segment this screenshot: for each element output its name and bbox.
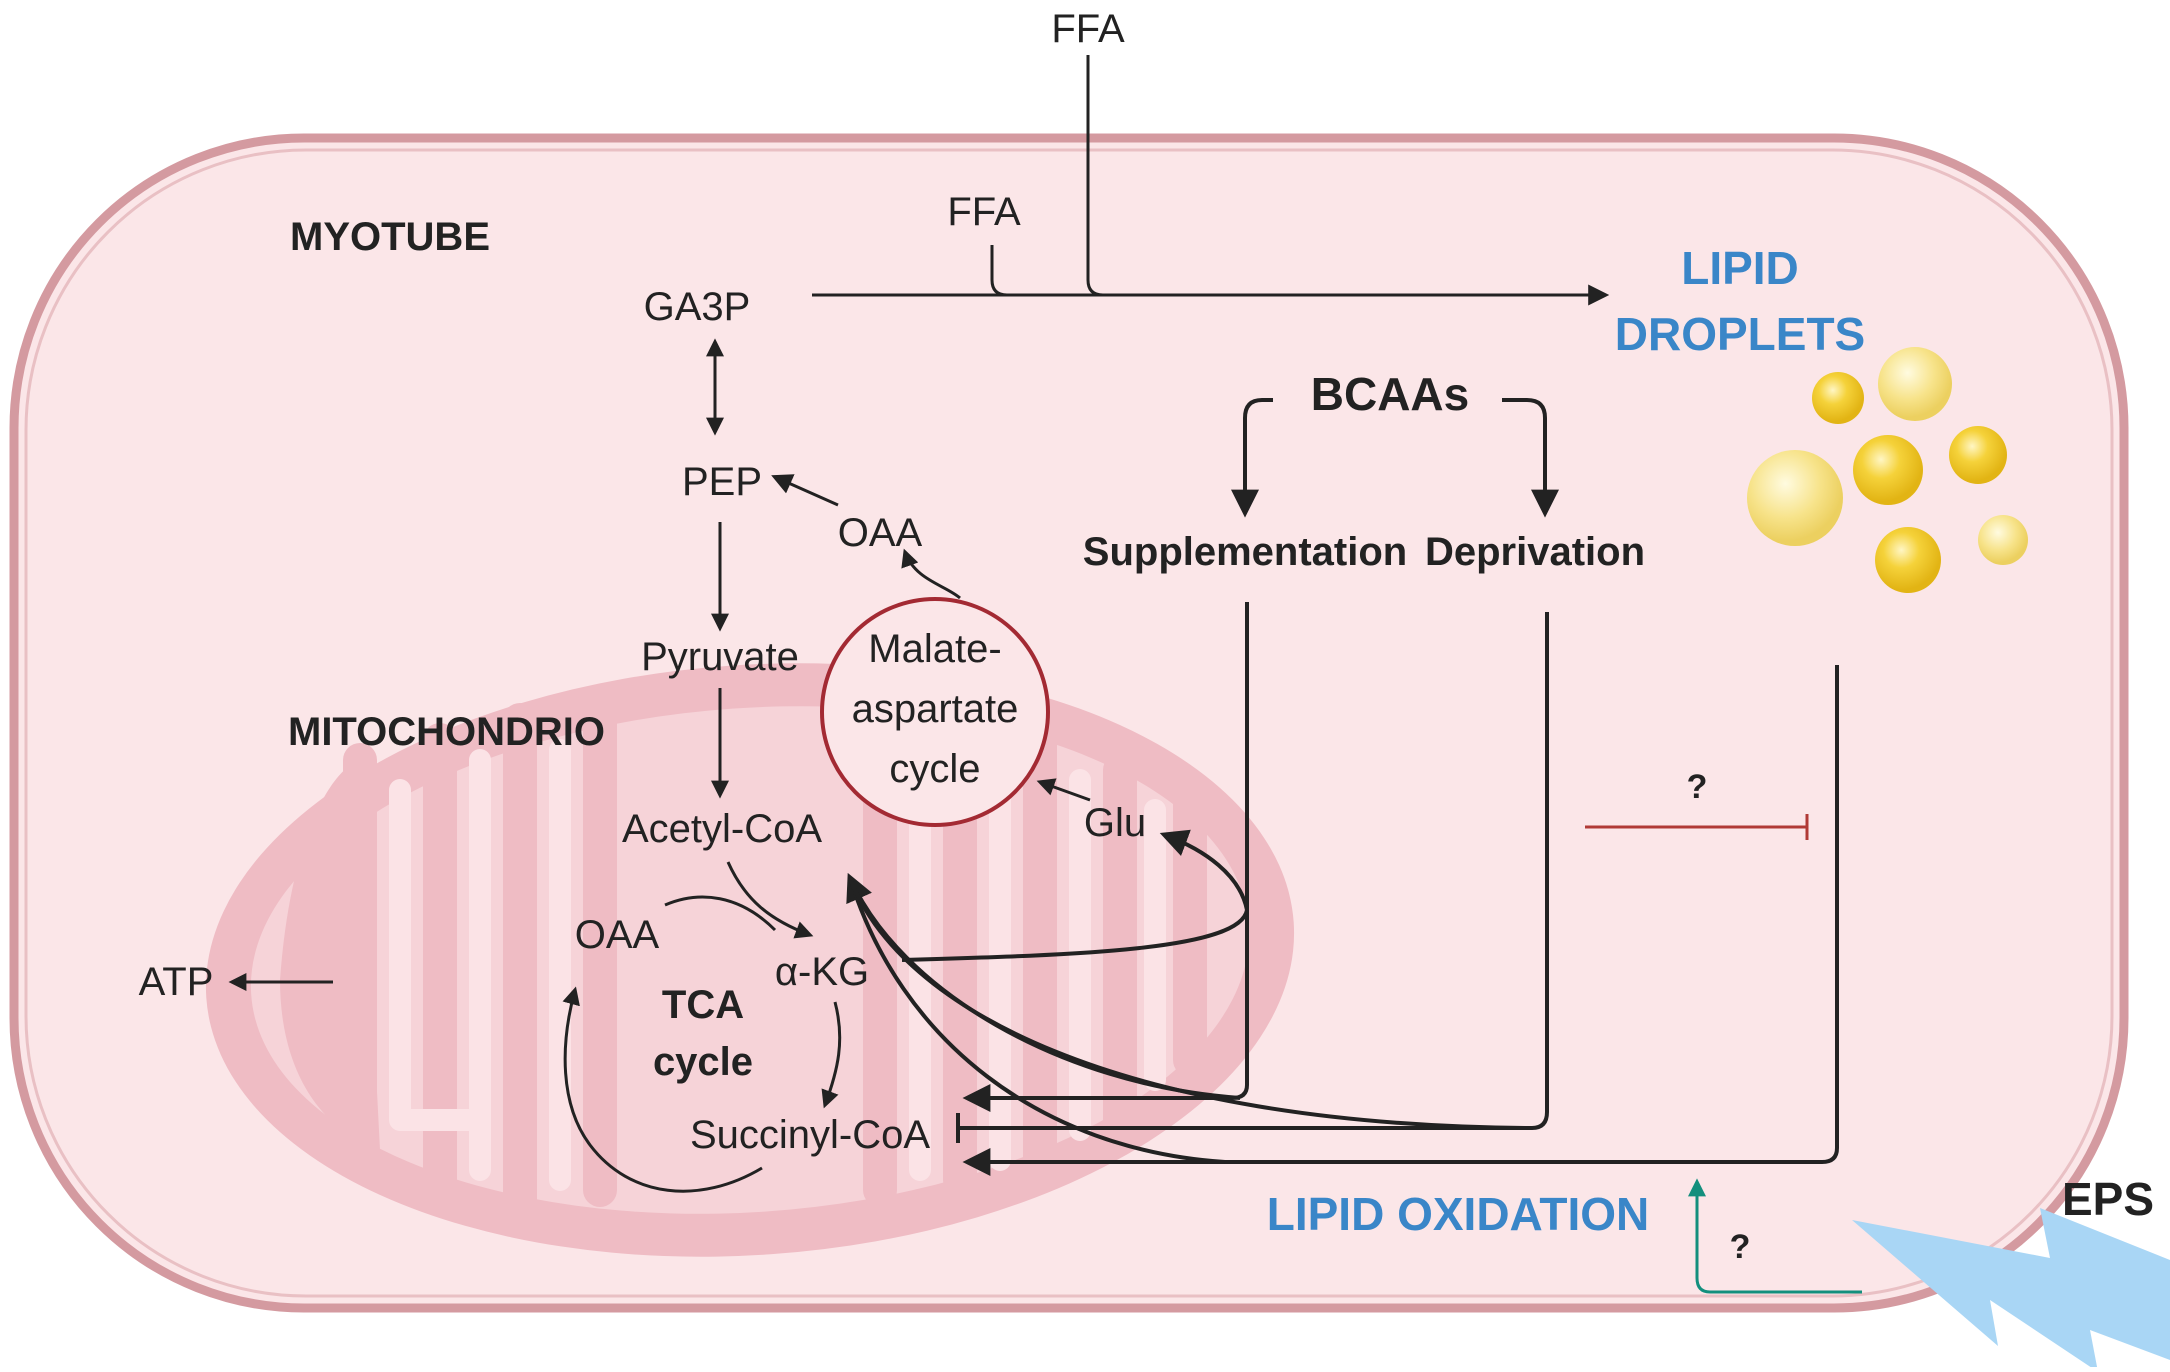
label-malate-2: aspartate (852, 687, 1019, 731)
label-atp: ATP (139, 960, 214, 1004)
label-supplementation: Supplementation (1083, 530, 1407, 574)
label-question-bottom: ? (1730, 1228, 1751, 1266)
label-question-top: ? (1687, 768, 1708, 806)
label-ga3p: GA3P (644, 285, 751, 329)
label-ffa-outer: FFA (1051, 7, 1125, 51)
lipid-droplets (1747, 347, 2028, 593)
label-acetyl-coa: Acetyl-CoA (622, 807, 822, 851)
oaa-pep-arrow (771, 474, 839, 507)
succinyl-oaa-arrow (562, 986, 763, 1193)
bcaas-to-supplementation-arrow (1231, 398, 1273, 518)
deprivation-inhibition-line (958, 612, 1549, 1130)
label-lipid-droplets-2: DROPLETS (1615, 308, 1865, 360)
label-pep: PEP (682, 460, 762, 504)
bcaas-to-deprivation-arrow (1502, 398, 1559, 518)
label-akg: α-KG (775, 950, 869, 994)
label-lipid-droplets-1: LIPID (1681, 242, 1799, 294)
label-malate-1: Malate- (868, 627, 1001, 671)
label-tca-1: TCA (662, 983, 744, 1027)
oaa-akg-arrow (664, 895, 777, 932)
supplementation-to-glu-arrow (1159, 829, 1249, 911)
label-glu: Glu (1084, 801, 1146, 845)
label-ffa-inner: FFA (947, 190, 1021, 234)
lipid-oxidation-line (962, 665, 1839, 1176)
label-malate-3: cycle (889, 747, 980, 791)
label-mitochondrio: MITOCHONDRIO (288, 710, 605, 754)
glu-malate-arrow (1036, 778, 1091, 802)
to-acetylcoa-arrow-3 (848, 877, 1531, 1130)
label-pyruvate: Pyruvate (641, 635, 799, 679)
label-deprivation: Deprivation (1425, 530, 1645, 574)
akg-to-supplementation-line (901, 909, 1249, 962)
label-oaa-tca: OAA (575, 913, 660, 957)
eps-lightning-icon (1852, 1208, 2170, 1372)
mitochondrion (205, 663, 1295, 1257)
myotube-cell-inner-edge (24, 148, 2114, 1298)
label-oaa-top: OAA (838, 511, 923, 555)
label-lipid-oxidation: LIPID OXIDATION (1267, 1188, 1650, 1240)
eps-to-lipid-oxidation-arrow (1688, 1178, 1862, 1294)
label-myotube: MYOTUBE (290, 215, 490, 259)
malate-oaa-arrow (901, 548, 961, 600)
label-bcaas: BCAAs (1311, 368, 1469, 420)
label-tca-2: cycle (653, 1040, 753, 1084)
malate-aspartate-circle (820, 597, 1050, 827)
to-acetylcoa-arrow-2 (848, 877, 1226, 1164)
akg-succinyl-arrow (821, 1001, 842, 1109)
acetylcoa-akg-arrow (726, 861, 814, 939)
label-succinyl-coa: Succinyl-CoA (690, 1113, 930, 1157)
label-eps: EPS (2062, 1173, 2154, 1225)
ffa-arrows (812, 55, 1610, 306)
